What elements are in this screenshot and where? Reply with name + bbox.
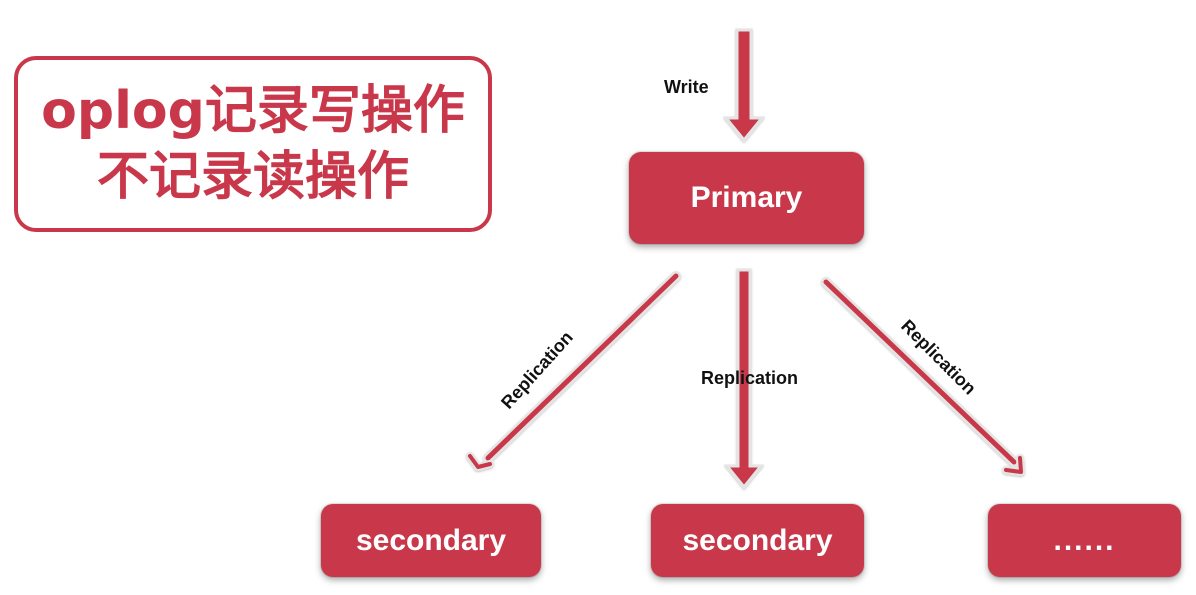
more-nodes-label: ...... [1053,523,1116,557]
replication-label-center: Replication [701,368,798,388]
more-nodes: ...... [988,504,1181,577]
callout-box: oplog记录写操作 不记录读操作 [14,56,492,232]
replication-label-left: Replication [497,327,577,412]
replication-arrow-center [723,268,765,490]
secondary-node-2: secondary [651,504,864,577]
callout-line-1: oplog记录写操作 [41,81,465,141]
primary-node-label: Primary [690,181,803,214]
replication-arrow-right [821,277,1025,476]
callout-line-2: 不记录读操作 [96,147,409,207]
primary-node: Primary [629,152,864,244]
replication-arrow-left [466,271,681,471]
secondary-node-1-label: secondary [355,523,507,557]
secondary-node-1: secondary [321,504,541,577]
secondary-node-2-label: secondary [682,523,833,557]
write-label: Write [664,77,709,97]
write-arrow [722,28,766,143]
